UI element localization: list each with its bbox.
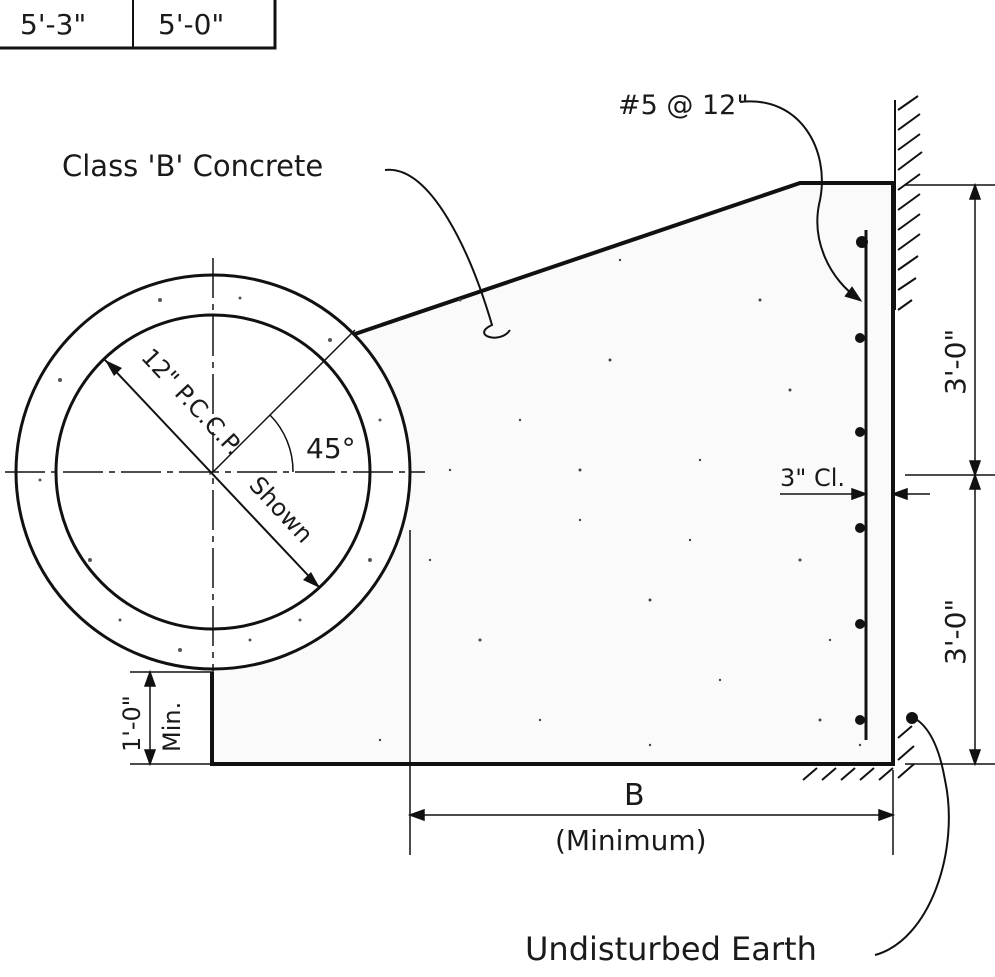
concrete-label: Class 'B' Concrete: [62, 149, 323, 183]
height-top-label: 3'-0": [939, 329, 972, 395]
height-dimension: [905, 182, 995, 767]
min-depth-dimension: [130, 669, 212, 767]
rebar-label: #5 @ 12": [618, 90, 749, 121]
table-cell-1: 5'-3": [20, 8, 86, 41]
rebar: [855, 230, 868, 740]
concrete-block: [210, 181, 895, 766]
angle-label: 45°: [306, 432, 356, 465]
min-word-label: Min.: [158, 702, 186, 752]
undisturbed-earth-hatching: [802, 95, 923, 781]
table-cell-2: 5'-0": [158, 8, 224, 41]
clearance-label: 3" Cl.: [780, 464, 845, 492]
pipe-section: [5, 258, 425, 680]
width-note-label: (Minimum): [555, 824, 707, 857]
leader-lines: [384, 100, 950, 956]
width-dimension: [407, 530, 896, 855]
min-depth-label: 1'-0": [118, 695, 146, 752]
height-bottom-label: 3'-0": [939, 599, 972, 665]
dimension-table: 5'-3" 5'-0": [0, 0, 277, 50]
earth-label: Undisturbed Earth: [525, 930, 817, 968]
width-label: B: [624, 778, 645, 813]
clearance-dimension: [780, 487, 930, 501]
